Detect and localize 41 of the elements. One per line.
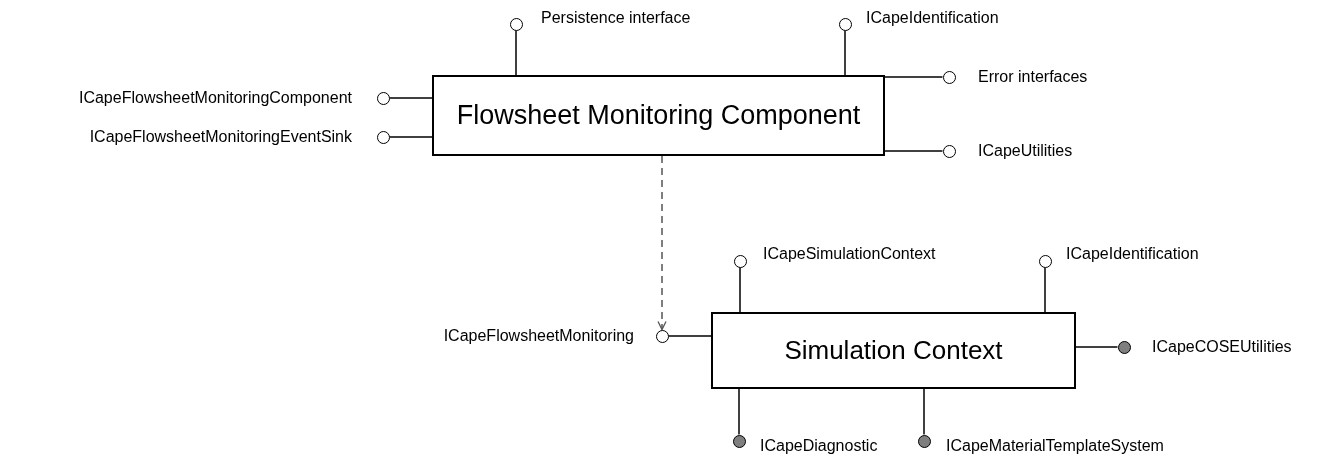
interface-circle — [942, 70, 956, 84]
connector-line — [738, 388, 740, 436]
connector-line — [884, 150, 944, 152]
interface-label: ICapeUtilities — [978, 141, 1073, 161]
interface-label: ICapeFlowsheetMonitoringEventSink — [89, 127, 352, 147]
interface-label: ICapeSimulationContext — [763, 244, 936, 264]
required-interface-dot — [732, 434, 746, 448]
interface-circle — [733, 254, 747, 268]
interface-label: Error interfaces — [978, 67, 1088, 87]
interface-label: ICapeMaterialTemplateSystem — [946, 436, 1164, 456]
connector-line — [667, 335, 712, 337]
interface-label: ICapeIdentification — [866, 8, 999, 28]
interface-label: ICapeFlowsheetMonitoring — [443, 326, 634, 346]
connector-line — [923, 388, 925, 436]
component-name: Simulation Context — [784, 335, 1003, 366]
component-name: Flowsheet Monitoring Component — [456, 100, 861, 131]
component-box — [711, 312, 1076, 389]
interface-circle — [1038, 254, 1052, 268]
interface-circle — [838, 17, 852, 31]
connector-line — [388, 136, 433, 138]
interface-label: Persistence interface — [541, 8, 691, 28]
interface-label: ICapeFlowsheetMonitoringComponent — [78, 88, 352, 108]
interface-label: ICapeIdentification — [1066, 244, 1199, 264]
interface-circle — [376, 130, 390, 144]
interface-circle — [509, 17, 523, 31]
connector-line — [844, 29, 846, 76]
connector-line — [739, 266, 741, 313]
connector-line — [1044, 266, 1046, 313]
interface-label: ICapeCOSEUtilities — [1152, 337, 1292, 357]
connector-line — [388, 97, 433, 99]
interface-circle — [655, 329, 669, 343]
interface-circle — [376, 91, 390, 105]
connector-line — [515, 29, 517, 76]
component-box — [432, 75, 885, 156]
required-interface-dot — [917, 434, 931, 448]
interface-circle — [942, 144, 956, 158]
required-interface-dot — [1117, 340, 1131, 354]
connector-line — [884, 76, 944, 78]
interface-label: ICapeDiagnostic — [760, 436, 878, 456]
connector-line — [1075, 346, 1119, 348]
dependency-arrow — [657, 155, 667, 331]
